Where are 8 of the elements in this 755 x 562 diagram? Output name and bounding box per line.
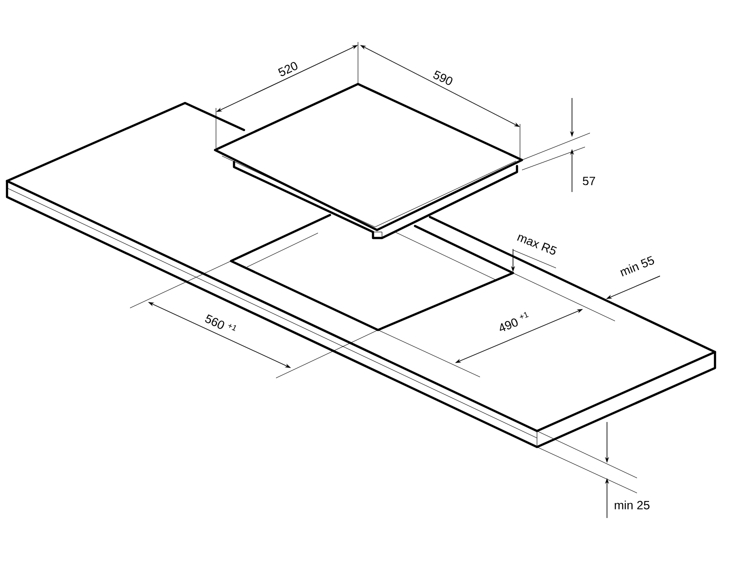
dimension-label: min 25 xyxy=(614,500,650,510)
dimension-label: 590 xyxy=(433,70,452,85)
dimension-label: min 55 xyxy=(620,256,654,276)
dimension-label: max R5 xyxy=(517,234,557,255)
dimension-label: 490 $^{+1}$ xyxy=(500,312,529,332)
dimension-label: 57 xyxy=(582,176,596,186)
dimension-label: 560 $^{+1}$ xyxy=(205,314,236,332)
dimension-label: 520 xyxy=(278,62,298,76)
